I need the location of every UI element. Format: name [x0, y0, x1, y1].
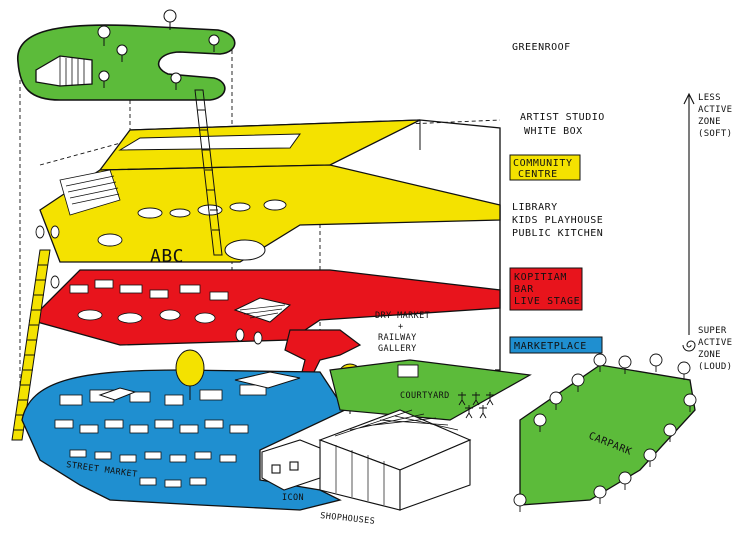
super-active-label-line2: ACTIVE: [698, 338, 732, 348]
greenroof-building-icon: [35, 55, 93, 87]
shophouses-building-icon: [318, 409, 472, 511]
carpark-area: [513, 353, 697, 512]
kopitiam-label-line2: BAR: [514, 284, 534, 295]
artist-studio-level: [98, 119, 501, 371]
artist-studio-label-line2: WHITE BOX: [524, 126, 583, 137]
kopitiam-level: [28, 269, 501, 381]
ladder-icon: [194, 89, 223, 256]
greenroof-trees: [97, 9, 220, 90]
icon-label: ICON: [282, 493, 304, 503]
kopitiam-label-line1: KOPITIAM: [514, 272, 567, 283]
abc-label: ABC: [150, 246, 184, 267]
kopitiam-label-line3: LIVE STAGE: [514, 296, 580, 307]
library-label-line2: KIDS PLAYHOUSE: [512, 215, 603, 226]
building-icon: [98, 371, 301, 401]
library-label-line1: LIBRARY: [512, 202, 558, 213]
kopitiam-tables: [69, 279, 229, 324]
super-active-label-line1: SUPER: [698, 326, 727, 336]
less-active-label-line1: LESS: [698, 93, 721, 103]
live-stage: [233, 297, 292, 323]
less-active-label-line3: ZONE: [698, 117, 721, 127]
person-icon: [458, 392, 494, 419]
marketplace-swatch: [509, 336, 603, 354]
kopitiam-swatch: [509, 267, 583, 311]
dry-market-label-line4: GALLERY: [378, 344, 417, 354]
community-centre-label-line2: CENTRE: [518, 169, 558, 180]
greenroof-label: GREENROOF: [512, 42, 571, 53]
auditorium-seats: [59, 169, 121, 216]
arrow-up-icon: [683, 92, 695, 105]
marketplace-label: MARKETPLACE: [514, 341, 587, 352]
shophouses-label: SHOPHOUSES: [320, 511, 376, 527]
super-active-label-line4: (LOUD): [698, 362, 732, 372]
icon-building-icon: [261, 439, 321, 491]
less-active-label-line4: (SOFT): [698, 129, 732, 139]
library-label-line3: PUBLIC KITCHEN: [512, 228, 603, 239]
marketplace-level: [21, 349, 365, 511]
carpark-trees: [513, 353, 697, 512]
community-centre-label-line1: COMMUNITY: [513, 158, 573, 169]
dry-market-label-line2: +: [398, 322, 404, 332]
ladder-icon: [11, 249, 51, 441]
super-active-label-line3: ZONE: [698, 350, 721, 360]
greenroof-layer: [17, 9, 236, 101]
activity-axis: [682, 92, 696, 352]
market-stalls: [54, 384, 267, 488]
courtyard-label: COURTYARD: [400, 391, 450, 401]
courtyard-area: [329, 359, 532, 421]
community-level: ABC: [39, 164, 501, 290]
spiral-icon: [682, 340, 696, 352]
artist-studio-label-line1: ARTIST STUDIO: [520, 112, 605, 123]
dry-market-label-line1: DRY MARKET: [375, 311, 430, 321]
community-centre-swatch: [509, 154, 581, 181]
dry-market-label-line3: RAILWAY: [378, 333, 417, 343]
less-active-label-line2: ACTIVE: [698, 105, 732, 115]
playhouse-circle: [224, 239, 266, 261]
